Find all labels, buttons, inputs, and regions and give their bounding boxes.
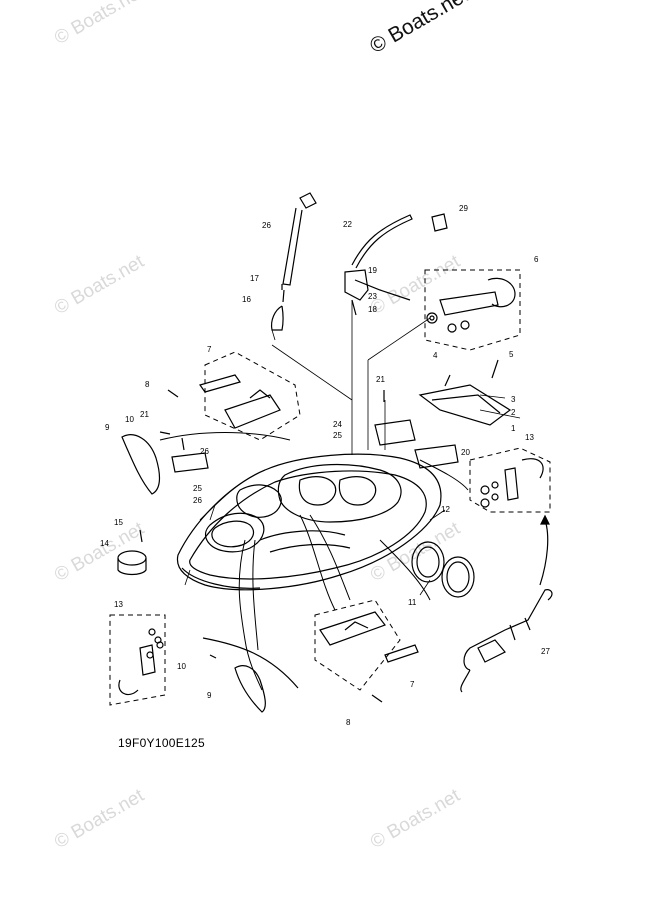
pointer-arrow [539, 519, 549, 586]
callout-29: 29 [459, 204, 468, 213]
bumper-left-9 [121, 434, 161, 495]
callout-20: 20 [461, 448, 470, 457]
callout-21: 21 [376, 375, 385, 384]
callout-21: 21 [140, 410, 149, 419]
handrail-1-5 [418, 359, 512, 426]
bracket-assembly-6 [426, 277, 516, 333]
bracket-13-left [118, 628, 164, 695]
callout-11: 11 [408, 598, 417, 607]
callout-4: 4 [433, 351, 438, 360]
callout-18: 18 [368, 305, 377, 314]
hull-deck [176, 453, 442, 591]
callout-5: 5 [509, 350, 514, 359]
callout-26: 26 [200, 447, 209, 456]
callout-19: 19 [368, 266, 377, 275]
callout-27: 27 [541, 647, 550, 656]
callout-14: 14 [100, 539, 109, 548]
callout-23: 23 [368, 292, 377, 301]
callout-7: 7 [410, 680, 415, 689]
callout-10: 10 [125, 415, 134, 424]
screws [139, 284, 385, 703]
callout-8: 8 [145, 380, 150, 389]
callout-12: 12 [441, 505, 450, 514]
callout-25: 25 [193, 484, 202, 493]
plate-26-left [171, 452, 209, 473]
clip-part [431, 213, 448, 232]
antenna-pole [270, 192, 317, 331]
callout-13: 13 [114, 600, 123, 609]
callout-2: 2 [511, 408, 516, 417]
rings-11 [411, 541, 475, 598]
cable-runs [159, 432, 469, 691]
callout-17: 17 [250, 274, 259, 283]
diagram-code: 19F0Y100E125 [118, 736, 206, 750]
callout-24: 24 [333, 420, 342, 429]
dashed-groups [109, 269, 551, 706]
callout-26: 26 [193, 496, 202, 505]
plate-26-right [374, 419, 416, 446]
cap-14 [117, 550, 147, 576]
cleat-top-7 [199, 374, 281, 429]
bracket-13-right [480, 458, 544, 508]
callout-10: 10 [177, 662, 186, 671]
callout-6: 6 [534, 255, 539, 264]
callout-15: 15 [114, 518, 123, 527]
callout-3: 3 [511, 395, 516, 404]
callout-9: 9 [207, 691, 212, 700]
callout-16: 16 [242, 295, 251, 304]
callout-22: 22 [343, 220, 352, 229]
cleat-bottom-7 [319, 611, 419, 663]
plate-20 [414, 444, 459, 469]
callout-7: 7 [207, 345, 212, 354]
leader-lines [184, 300, 521, 596]
callout-labels: 1 2 3 4 5 6 7 7 8 8 9 9 10 10 11 12 13 1… [100, 204, 550, 727]
callout-25: 25 [333, 431, 342, 440]
callout-13: 13 [525, 433, 534, 442]
steering-bracket [344, 214, 413, 316]
callout-26: 26 [262, 221, 271, 230]
strap-27 [460, 589, 553, 693]
callout-9: 9 [105, 423, 110, 432]
callout-8: 8 [346, 718, 351, 727]
callout-1: 1 [511, 424, 516, 433]
bumper-bottom-9 [202, 637, 299, 713]
